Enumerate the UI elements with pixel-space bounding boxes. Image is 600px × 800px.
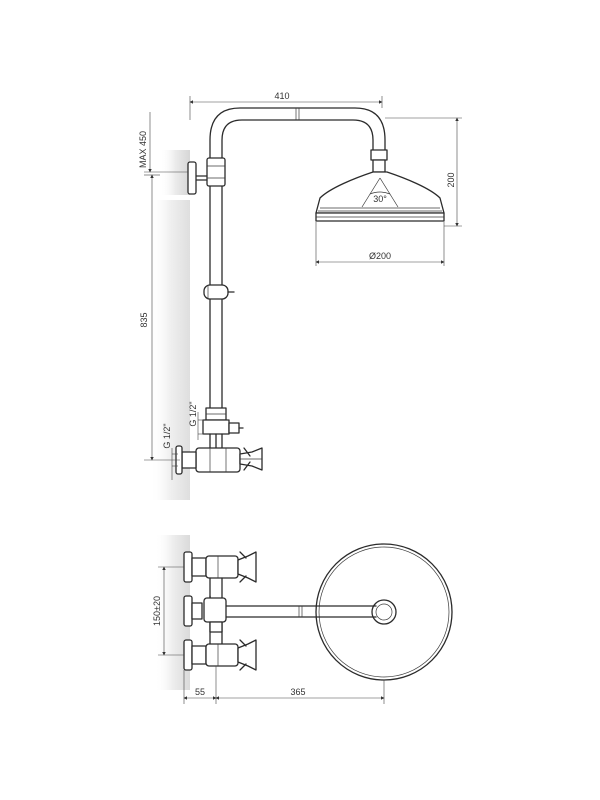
label-wall-offset: 55: [195, 687, 205, 697]
shower-head: [315, 171, 445, 222]
label-head-height: 200: [446, 172, 456, 187]
shower-head-plan: [315, 543, 453, 681]
riser-column: [187, 157, 235, 421]
dim-arm-projection: 365: [215, 687, 385, 700]
label-max-height: MAX 450: [138, 131, 148, 168]
label-upper-thread: G 1/2": [188, 401, 198, 426]
dim-upper-thread: G 1/2": [188, 401, 204, 440]
diverter-plan: [203, 577, 227, 647]
dim-arm-length: 410: [189, 91, 383, 120]
ball-joint: [370, 149, 388, 173]
wall-shade-column: [150, 200, 190, 500]
dim-head-diameter: Ø200: [315, 222, 445, 266]
label-valve-spacing: 150±20: [152, 596, 162, 626]
label-lower-thread: G 1/2": [162, 423, 172, 448]
label-spray-angle: 30°: [373, 194, 387, 204]
valve-assembly: [175, 419, 263, 475]
label-head-diameter: Ø200: [369, 251, 391, 261]
dim-valve-spacing: 150±20: [152, 566, 184, 656]
label-column-height: 835: [139, 312, 149, 327]
shower-arm-plan: [209, 595, 377, 618]
wall-shade-upper: [160, 150, 190, 195]
dim-head-height: 200: [385, 117, 462, 227]
plan-view: 150±20 55 365: [152, 543, 453, 704]
lower-valve-plan: [205, 639, 257, 671]
upper-valve-plan: [205, 551, 257, 583]
label-arm-length: 410: [274, 91, 289, 101]
wall-flanges-plan: [183, 551, 207, 671]
shower-arm: [209, 107, 386, 159]
dim-lower-thread: G 1/2": [162, 423, 178, 480]
dim-column-height: 835: [139, 174, 180, 461]
dim-wall-offset: 55: [183, 666, 385, 704]
dim-max-height: MAX 450: [138, 112, 188, 173]
label-arm-projection: 365: [290, 687, 305, 697]
front-view: 410 MAX 450 200 30° Ø200: [138, 91, 462, 480]
